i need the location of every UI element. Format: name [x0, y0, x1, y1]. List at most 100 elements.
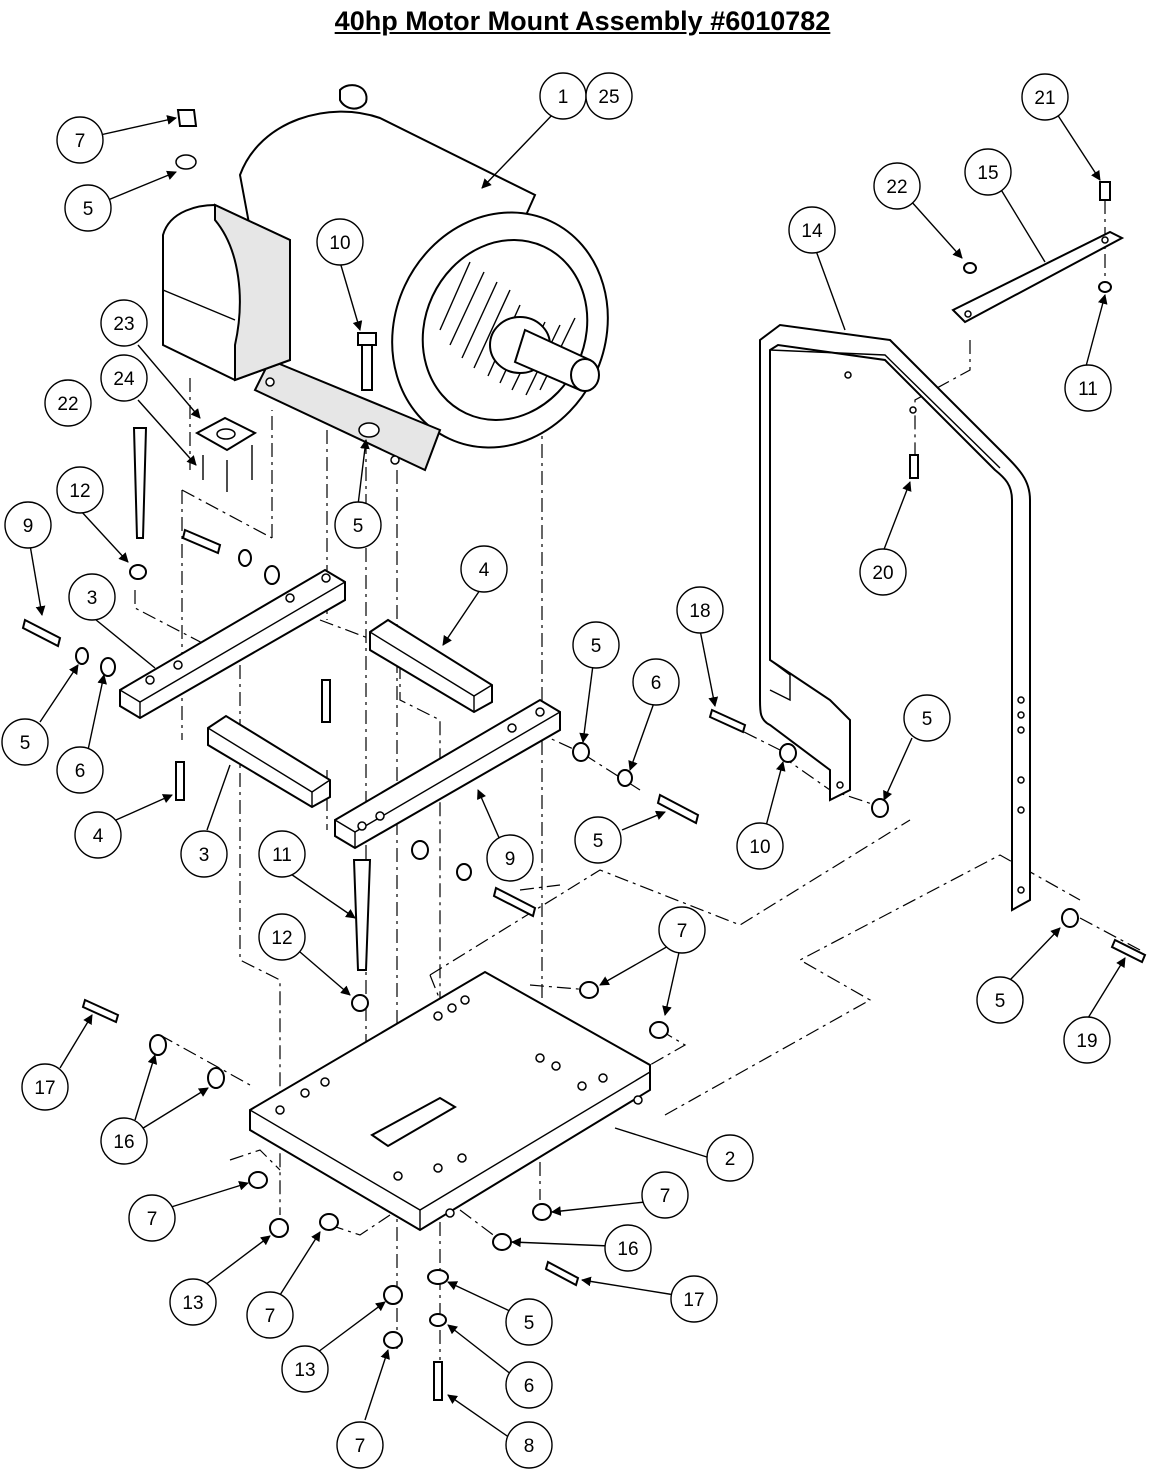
balloon-circle [505, 1298, 553, 1346]
balloon-label: 7 [147, 1209, 158, 1230]
balloon-label: 9 [505, 849, 516, 870]
balloon-part-5: 5 [572, 621, 620, 669]
cross-bar-upper [119, 568, 346, 720]
balloon-circle [572, 621, 620, 669]
balloon-label: 6 [75, 761, 86, 782]
balloon-circle [1, 718, 49, 766]
balloon-part-2: 2 [706, 1134, 754, 1182]
balloon-label: 7 [355, 1436, 366, 1457]
balloon-label: 7 [660, 1186, 671, 1207]
balloon-label: 6 [651, 673, 662, 694]
balloon-label: 5 [20, 733, 31, 754]
balloon-part-5: 5 [505, 1298, 553, 1346]
balloon-label: 23 [113, 314, 134, 335]
balloon-part-25: 25 [585, 72, 633, 120]
balloon-label: 20 [872, 563, 893, 584]
motor [162, 84, 609, 472]
balloon-label: 18 [689, 601, 710, 622]
balloon-circle [505, 1361, 553, 1409]
balloon-label: 7 [75, 131, 86, 152]
balloon-label: 22 [886, 177, 907, 198]
balloon-part-5: 5 [334, 501, 382, 549]
balloon-circle [56, 746, 104, 794]
balloon-part-8: 8 [505, 1421, 553, 1469]
balloon-label: 8 [524, 1436, 535, 1457]
balloon-part-7: 7 [641, 1171, 689, 1219]
balloon-part-5: 5 [903, 694, 951, 742]
balloon-circle [1063, 1016, 1111, 1064]
balloon-circle [21, 1063, 69, 1111]
balloon-circle [706, 1134, 754, 1182]
balloon-part-1: 1 [539, 72, 587, 120]
balloon-circle [68, 573, 116, 621]
balloon-part-7: 7 [658, 906, 706, 954]
balloon-label: 5 [83, 199, 94, 220]
terminal-plate [194, 416, 258, 492]
balloon-circle [281, 1345, 329, 1393]
balloon-label: 11 [272, 845, 292, 866]
balloon-circle [641, 1171, 689, 1219]
balloon-label: 21 [1034, 88, 1055, 109]
balloon-part-24: 24 [100, 354, 148, 402]
balloon-circle [169, 1278, 217, 1326]
balloon-label: 4 [93, 826, 104, 847]
spacer-block-right [369, 618, 493, 714]
balloon-part-6: 6 [632, 658, 680, 706]
balloon-part-5: 5 [976, 976, 1024, 1024]
balloon-part-4: 4 [460, 545, 508, 593]
balloon-circle [4, 501, 52, 549]
leader-lines [29, 111, 1126, 1439]
balloon-part-19: 19 [1063, 1016, 1111, 1064]
balloon-circle [903, 694, 951, 742]
balloon-label: 14 [801, 221, 823, 242]
balloon-part-11: 11 [1064, 364, 1112, 412]
balloon-part-18: 18 [676, 586, 724, 634]
balloon-circle [56, 116, 104, 164]
balloon-circle [246, 1291, 294, 1339]
balloon-circle [788, 206, 836, 254]
balloon-part-7: 7 [336, 1421, 384, 1469]
balloon-label: 24 [113, 369, 135, 390]
spacer-block-left [207, 714, 331, 809]
balloon-circle [100, 354, 148, 402]
balloon-circle [100, 299, 148, 347]
balloon-label: 16 [113, 1132, 134, 1153]
balloon-label: 19 [1076, 1031, 1097, 1052]
balloon-circle [1064, 364, 1112, 412]
balloon-label: 10 [329, 233, 350, 254]
balloon-part-17: 17 [670, 1275, 718, 1323]
balloon-circle [460, 545, 508, 593]
balloon-part-14: 14 [788, 206, 836, 254]
balloon-label: 7 [265, 1306, 276, 1327]
balloon-part-21: 21 [1021, 73, 1069, 121]
balloon-circle [658, 906, 706, 954]
balloon-circle [976, 976, 1024, 1024]
hardware [21, 181, 1147, 1401]
balloon-label: 22 [57, 394, 78, 415]
balloon-label: 2 [725, 1149, 736, 1170]
balloon-part-17: 17 [21, 1063, 69, 1111]
balloon-label: 17 [34, 1078, 55, 1099]
balloon-part-7: 7 [56, 116, 104, 164]
balloon-circle [56, 466, 104, 514]
balloon-circle [873, 162, 921, 210]
balloon-circle [44, 379, 92, 427]
balloon-label: 4 [479, 560, 490, 581]
balloon-circle [180, 830, 228, 878]
balloon-part-7: 7 [246, 1291, 294, 1339]
balloon-part-3: 3 [68, 573, 116, 621]
balloon-part-5: 5 [64, 184, 112, 232]
balloon-part-6: 6 [56, 746, 104, 794]
balloon-label: 5 [922, 709, 933, 730]
balloon-part-16: 16 [604, 1224, 652, 1272]
balloon-label: 3 [87, 588, 98, 609]
balloon-label: 3 [199, 845, 210, 866]
balloon-label: 9 [23, 516, 34, 537]
balloon-part-20: 20 [859, 548, 907, 596]
balloon-part-12: 12 [56, 466, 104, 514]
balloon-label: 5 [593, 831, 604, 852]
balloon-label: 5 [591, 636, 602, 657]
balloon-part-12: 12 [258, 913, 306, 961]
